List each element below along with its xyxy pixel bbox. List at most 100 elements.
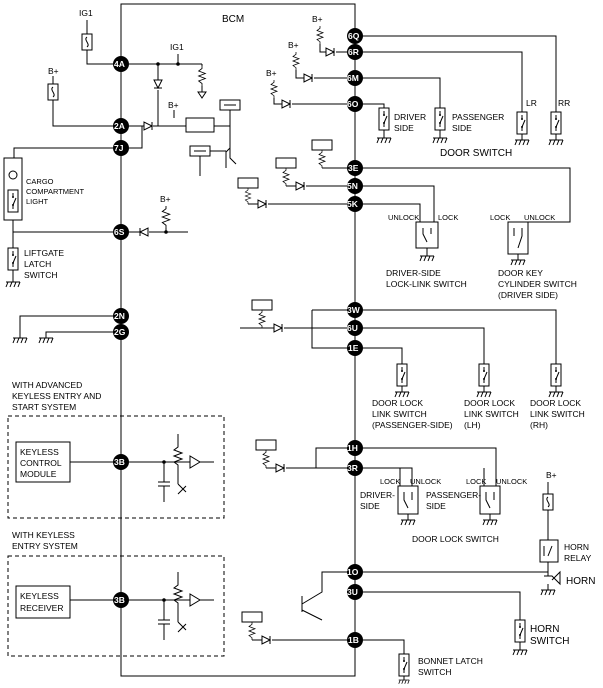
pin-3E <box>347 160 363 176</box>
ground-door-passenger-icon <box>432 137 448 144</box>
pin-5K <box>347 196 363 212</box>
resistor-6s-icon <box>161 205 171 229</box>
resistor-5k-icon <box>244 187 252 205</box>
pin-3W <box>347 302 363 318</box>
ig1-fuse-icon <box>81 33 93 51</box>
with-keyless-label-1: WITH KEYLESS <box>12 530 75 540</box>
adv-keyless-label-3: START SYSTEM <box>12 402 76 412</box>
relay-coil-2a <box>185 117 215 133</box>
dlls-lh-label-1: DOOR LOCK <box>464 398 515 408</box>
pin-6Q <box>347 28 363 44</box>
cargo-light-label-2: COMPARTMENT <box>26 187 84 196</box>
key-cyl-label-1: DOOR KEY <box>498 268 543 278</box>
pin-1E-label: 1E <box>348 343 359 353</box>
ground-liftgate-icon <box>5 281 21 288</box>
pin-1B-label: 1B <box>348 635 359 645</box>
bonnet-label-1: BONNET LATCH <box>418 656 483 666</box>
diode-3w-icon <box>273 323 283 333</box>
ground-key-cyl-icon <box>510 259 526 266</box>
relay-1b <box>241 611 263 623</box>
pin-6R-label: 6R <box>348 47 359 57</box>
adv-keyless-label-2: KEYLESS ENTRY AND <box>12 391 101 401</box>
ground-dls-driver-icon <box>400 519 416 526</box>
resistor-kcm-icon <box>173 443 183 469</box>
diode-6q-icon <box>325 47 335 57</box>
with-keyless-label-2: ENTRY SYSTEM <box>12 541 78 551</box>
resistor-6o-icon <box>270 79 278 99</box>
horn-switch-label-2: SWITCH <box>530 636 569 647</box>
diode-5k-icon <box>257 199 267 209</box>
diode-6s-icon <box>139 227 149 237</box>
door-switch-driver-icon <box>378 107 390 131</box>
key-cyl-label-2: CYLINDER SWITCH <box>498 279 577 289</box>
ground-2n-icon <box>12 337 28 344</box>
diode-6o-icon <box>281 99 291 109</box>
ground-lock-link-icon <box>419 255 435 262</box>
pin-7J-label: 7J <box>114 143 124 153</box>
horn-icon <box>544 570 561 586</box>
pin-6U <box>347 320 363 336</box>
dls-unlock-label-1: UNLOCK <box>410 477 441 486</box>
dls-driver-label-1: DRIVER- <box>360 490 395 500</box>
dlls-pass-label-3: (PASSENGER-SIDE) <box>372 420 453 430</box>
bplus-6m-label: B+ <box>288 40 299 50</box>
kr-label-1: KEYLESS <box>20 591 59 601</box>
door-driver-label-1: DRIVER <box>394 112 426 122</box>
ig1-label-left: IG1 <box>79 8 93 18</box>
pin-1O <box>347 564 363 580</box>
pin-1O-label: 1O <box>347 567 359 577</box>
dlls-lh-label-3: (LH) <box>464 420 481 430</box>
door-switch-label: DOOR SWITCH <box>440 148 512 159</box>
liftgate-label-2: LATCH <box>24 259 51 269</box>
pin-2N-label: 2N <box>114 311 125 321</box>
pin-5K-label: 5K <box>347 199 359 209</box>
bplus-top-label: B+ <box>312 14 323 24</box>
pin-1B <box>347 632 363 648</box>
pin-2G <box>113 324 129 340</box>
ground-horn-icon <box>540 589 556 596</box>
door-driver-label-2: SIDE <box>394 123 414 133</box>
lock-label-1: LOCK <box>438 213 458 222</box>
relay-3w <box>251 299 273 311</box>
horn-fuse-icon <box>542 493 554 511</box>
liftgate-label-3: SWITCH <box>24 270 58 280</box>
adv-keyless-dashed-box <box>7 415 225 519</box>
dlls-rh-label-1: DOOR LOCK <box>530 398 581 408</box>
door-key-cyl-box <box>507 221 529 255</box>
pin-3B-1-label: 3B <box>114 457 125 467</box>
bplus-horn-label: B+ <box>546 470 557 480</box>
bplus-2a-fuse-icon <box>47 83 59 101</box>
ground-dls-passenger-icon <box>482 519 498 526</box>
pin-6Q-label: 6Q <box>348 31 360 41</box>
ground-horn-switch-icon <box>512 649 528 656</box>
pin-1H <box>347 440 363 456</box>
pin-6R <box>347 44 363 60</box>
pin-6M-label: 6M <box>347 73 359 83</box>
dls-driver-label-2: SIDE <box>360 501 380 511</box>
ground-door-lr-icon <box>514 139 530 146</box>
relay-5n <box>275 157 297 169</box>
pin-2N <box>113 308 129 324</box>
kcm-label-2: CONTROL <box>20 458 62 468</box>
pin-3U <box>347 584 363 600</box>
cargo-switch-icon <box>7 189 19 213</box>
door-lr-label: LR <box>526 98 537 108</box>
diode-1h-icon <box>275 463 285 473</box>
dls-lock-label-2: LOCK <box>466 477 486 486</box>
door-switch-lr-icon <box>516 111 528 135</box>
bplus-2a-inner: B+ <box>168 100 179 110</box>
pin-1H-label: 1H <box>347 443 358 453</box>
pin-3R <box>347 460 363 476</box>
bplus-6o-label: B+ <box>266 68 277 78</box>
pin-1E <box>347 340 363 356</box>
dlls-lh-icon <box>478 363 490 387</box>
dlls-rh-label-2: LINK SWITCH <box>530 409 585 419</box>
pin-3B-1 <box>113 454 129 470</box>
resistor-1b-icon <box>248 621 256 641</box>
relay-3e <box>311 139 333 151</box>
pin-5N <box>347 178 363 194</box>
door-passenger-label-1: PASSENGER <box>452 112 504 122</box>
ground-dlls-rh-icon <box>548 391 564 398</box>
cargo-bulb-icon <box>8 170 18 180</box>
